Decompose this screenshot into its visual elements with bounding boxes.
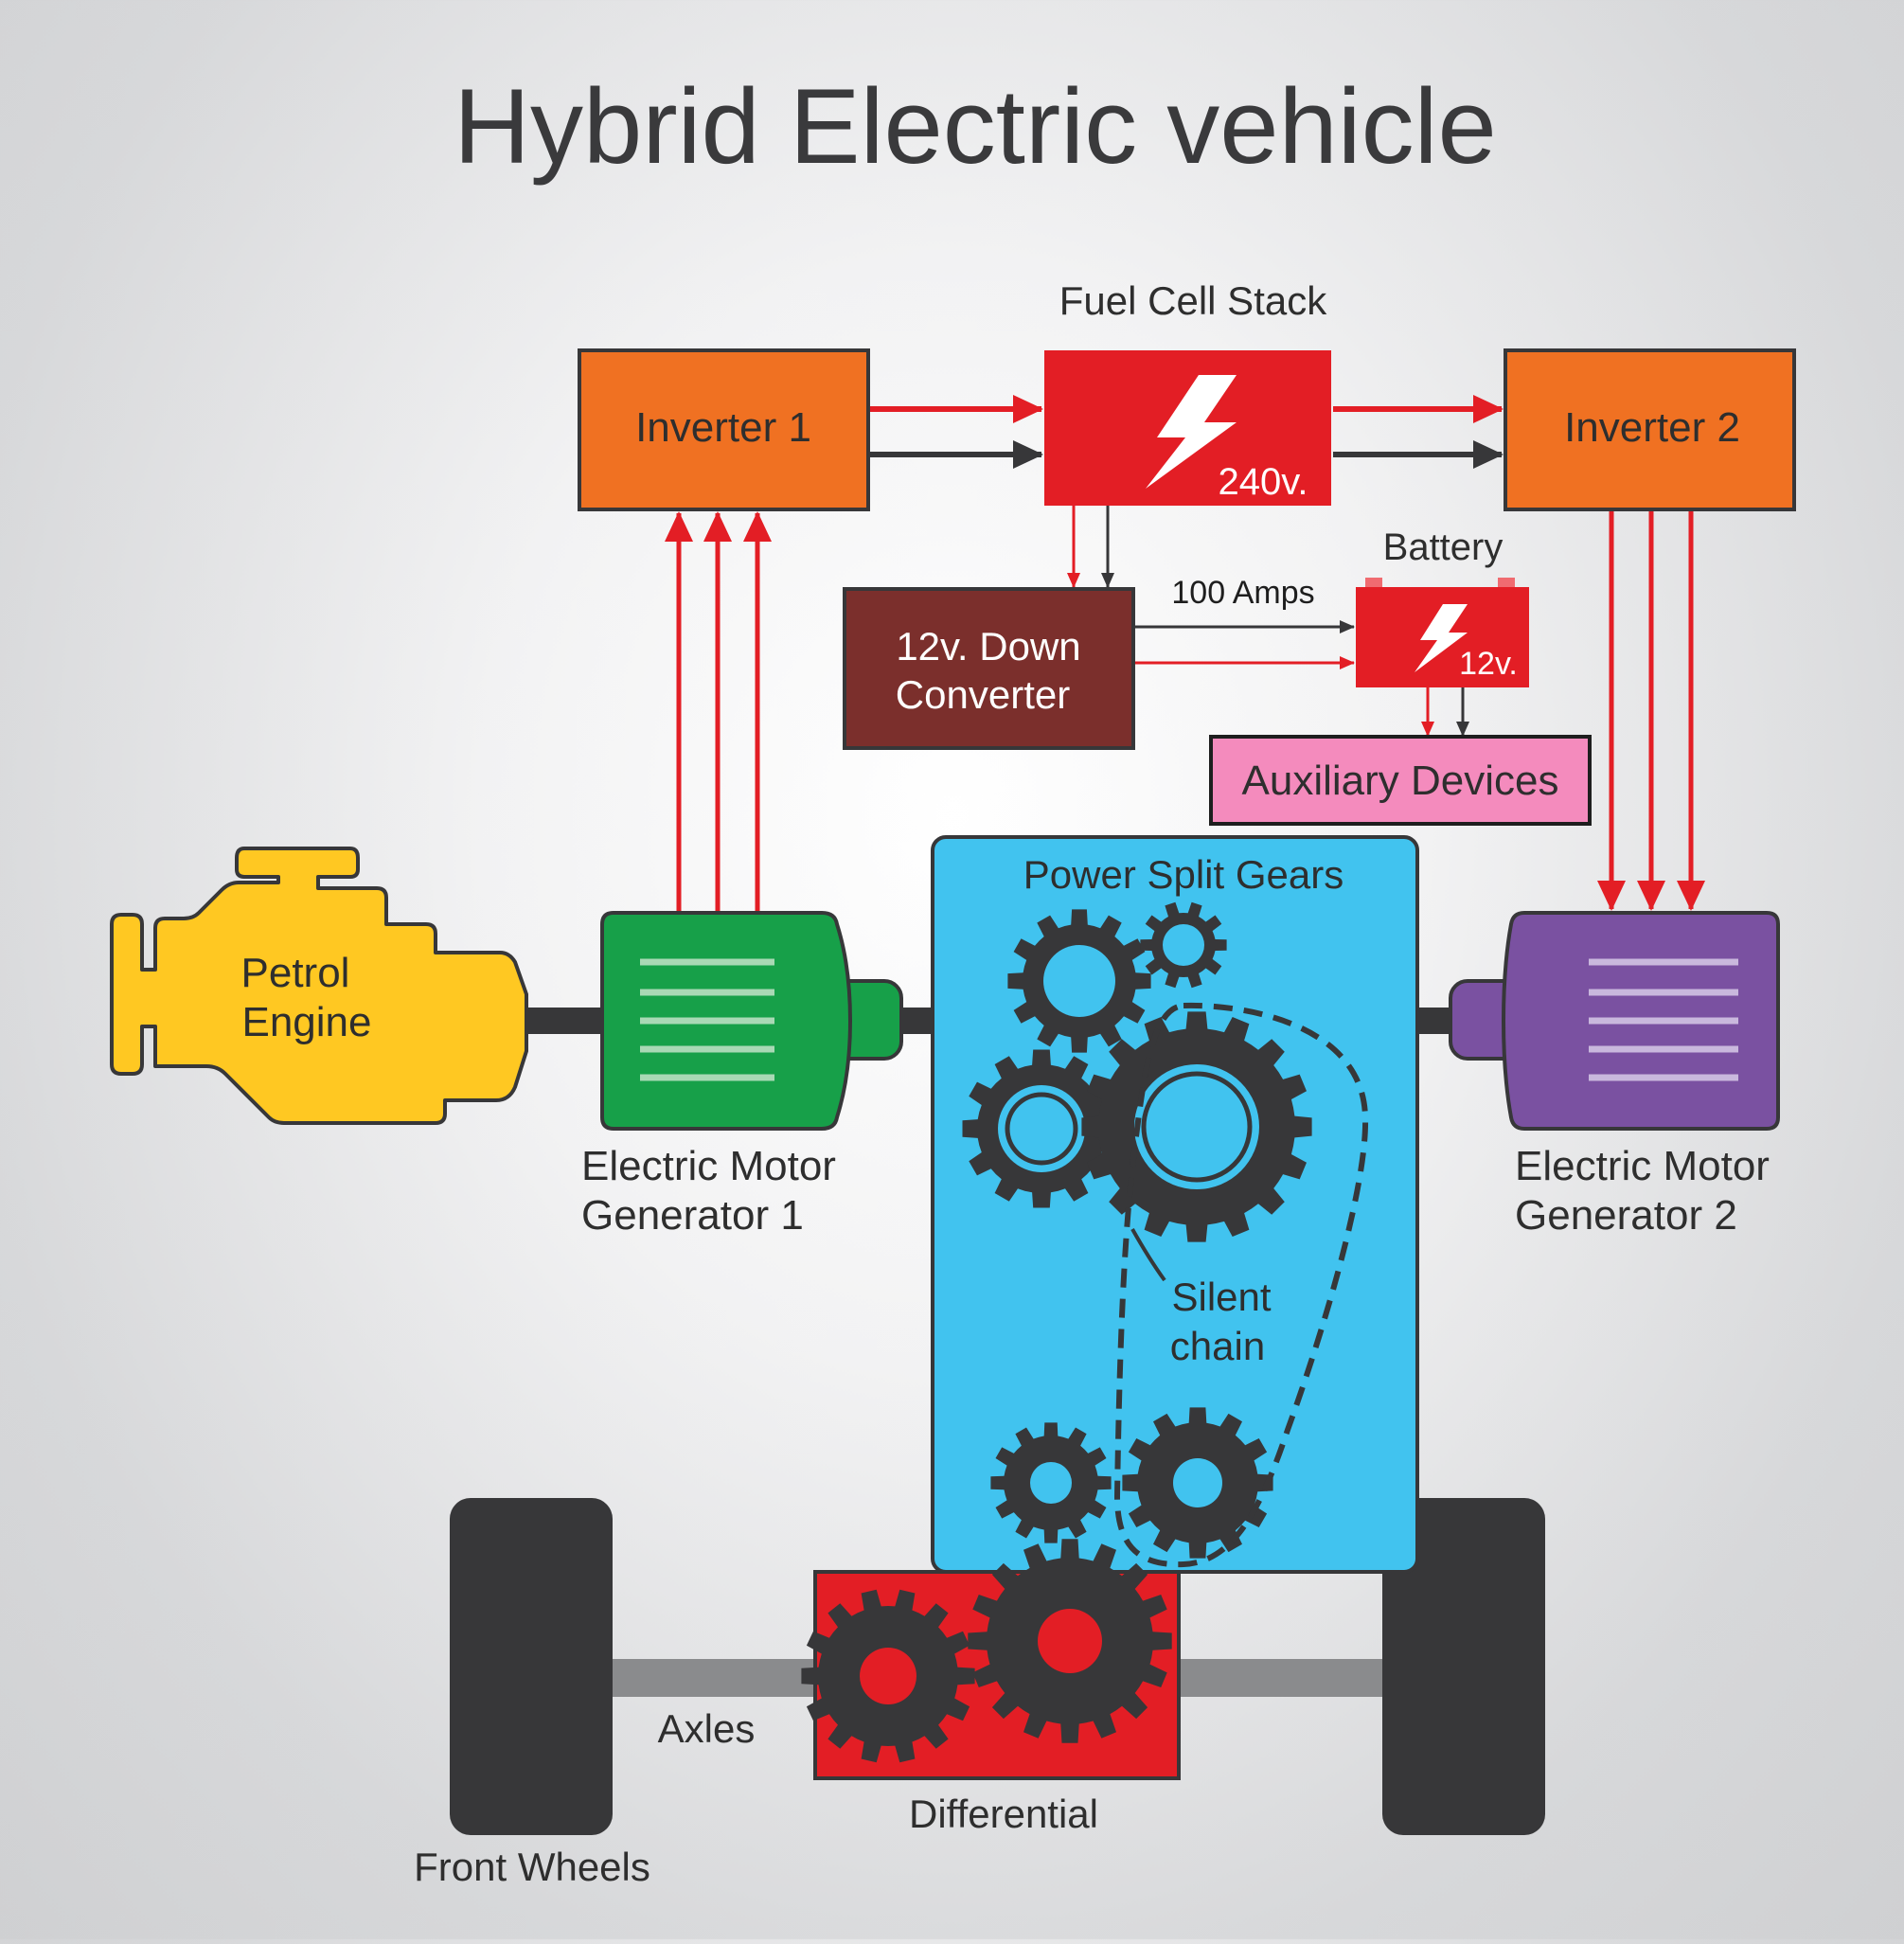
wiring	[665, 395, 1705, 911]
lightning-bolt-icon	[1146, 375, 1237, 489]
gen1-vent-lines	[640, 958, 774, 1081]
gear-hub	[1134, 1064, 1259, 1189]
fuel-cell-stack-label: Fuel Cell Stack	[1059, 278, 1327, 323]
motor-gen-2-label-line2: Generator 2	[1515, 1192, 1737, 1239]
silent-chain-label-line1: Silent	[1171, 1275, 1271, 1319]
gear-hub-ring	[1005, 1092, 1078, 1166]
down-converter-label-line2: Converter	[896, 672, 1070, 717]
page-title: Hybrid Electric vehicle	[454, 67, 1497, 186]
gen2-vent-lines	[1589, 958, 1738, 1081]
gear-hub	[1038, 1609, 1102, 1673]
petrol-engine-label-line2: Engine	[241, 999, 371, 1045]
diff-gear-right	[968, 1539, 1172, 1743]
gear-hub	[1043, 945, 1115, 1017]
differential-label: Differential	[909, 1792, 1098, 1836]
axles-label: Axles	[658, 1706, 756, 1751]
gear-hub	[1173, 1458, 1222, 1507]
inverter-2-label: Inverter 2	[1564, 404, 1740, 451]
motor-generator-2: Electric Motor Generator 2	[1449, 911, 1780, 1239]
down-converter-box: 12v. Down Converter	[843, 587, 1135, 750]
motor-gen-1-label-line1: Electric Motor	[581, 1143, 836, 1189]
inverter-1-box: Inverter 1	[578, 348, 870, 511]
fuel-cell-stack-box: 240v.	[1044, 350, 1331, 506]
fuel-cell-voltage: 240v.	[1219, 461, 1308, 503]
battery-voltage: 12v.	[1459, 646, 1518, 682]
gear-hub	[1163, 924, 1204, 966]
right-front-wheel	[1382, 1498, 1545, 1835]
petrol-engine: Petrol Engine	[110, 847, 528, 1125]
diff-gear-left	[801, 1589, 975, 1763]
power-split-gears-label: Power Split Gears	[1023, 852, 1343, 897]
gear-large	[1081, 1011, 1312, 1242]
left-front-wheel	[450, 1498, 613, 1835]
battery-label: Battery	[1383, 526, 1504, 568]
engine-icon	[110, 847, 528, 1125]
battery-lightning-icon	[1415, 604, 1468, 672]
auxiliary-devices-box: Auxiliary Devices	[1209, 735, 1592, 826]
gear-top-small	[1140, 901, 1227, 989]
battery-box: 12v.	[1356, 578, 1529, 687]
gear-hub-ring	[1141, 1071, 1253, 1183]
gear-group	[801, 901, 1312, 1763]
gear-bottom-right	[1122, 1407, 1273, 1559]
petrol-engine-label-line1: Petrol	[241, 950, 350, 996]
inverter-2-box: Inverter 2	[1504, 348, 1796, 511]
gear-hub	[860, 1648, 916, 1704]
motor-gen-1-label-line2: Generator 1	[581, 1192, 804, 1239]
silent-chain-label-line2: chain	[1170, 1324, 1265, 1368]
silent-chain	[1113, 1002, 1369, 1568]
gear-bottom-left	[990, 1422, 1112, 1543]
down-converter-label-line1: 12v. Down	[896, 624, 1080, 669]
motor-generator-1: Electric Motor Generator 1	[581, 911, 903, 1239]
auxiliary-devices-label: Auxiliary Devices	[1242, 758, 1559, 804]
inverter-1-label: Inverter 1	[635, 404, 811, 451]
amps-label: 100 Amps	[1171, 575, 1314, 611]
front-wheels-label: Front Wheels	[414, 1845, 650, 1889]
gear-mid-left	[962, 1049, 1121, 1208]
silent-chain-pointer	[1130, 1228, 1166, 1282]
gear-hub	[1030, 1462, 1072, 1504]
gear-top-left	[1007, 909, 1151, 1053]
gear-hub	[998, 1085, 1085, 1172]
motor-gen-2-label-line1: Electric Motor	[1515, 1143, 1770, 1189]
